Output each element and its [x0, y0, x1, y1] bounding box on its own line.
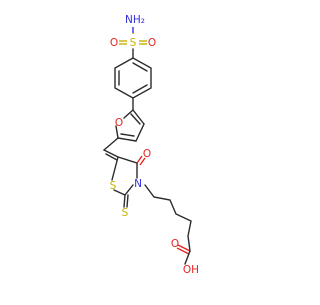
- atom-o-furan: O: [115, 117, 123, 129]
- ring-c5-c4: [117, 156, 138, 164]
- chemical-structure: NH₂ S O O O O S N S O OH: [103, 14, 199, 276]
- furan-o-c2: [115, 125, 119, 139]
- alkyl-chain: [144, 184, 192, 252]
- furan-c3-c4: [135, 123, 145, 142]
- atom-s-thione: S: [122, 207, 129, 219]
- bond-ch-c5: [103, 149, 119, 158]
- benzene-ring: [114, 57, 152, 99]
- bond-cooh-o: [177, 244, 191, 252]
- atom-nh2: NH₂: [125, 14, 145, 26]
- furan-c4-c5: [132, 109, 145, 125]
- atom-s-sulfonyl: S: [130, 37, 137, 49]
- ring-n-c2: [124, 184, 134, 196]
- furan-double-2: [130, 113, 141, 125]
- bond-c2-s-double: [126, 194, 129, 208]
- ring-s-c5: [111, 156, 119, 181]
- atom-s-ring: S: [110, 180, 117, 192]
- bond-cooh-o-double: [176, 247, 190, 255]
- atom-n-ring: N: [134, 178, 142, 190]
- ring-c2-s: [113, 189, 126, 196]
- furan-c2-c3: [117, 137, 137, 142]
- atom-oh-acid: OH: [183, 264, 199, 276]
- bond-cooh-oh: [184, 250, 191, 265]
- benzene-double-2: [132, 84, 148, 94]
- bond-c4-o-double: [139, 157, 146, 166]
- structure-canvas: NH₂ S O O O O S N S O OH: [103, 14, 199, 276]
- bond-furan-ch: [103, 137, 119, 151]
- benzene-double-3: [132, 62, 148, 72]
- furan-double-1: [120, 133, 135, 137]
- bond-c2-s: [123, 194, 126, 208]
- atom-o-acid-carbonyl: O: [171, 238, 179, 250]
- atom-o-carbonyl: O: [143, 148, 151, 160]
- furan-c5-o: [123, 109, 134, 119]
- bond-ch-c5-double: [105, 153, 118, 161]
- atom-o-sulfonyl-left: O: [110, 37, 118, 49]
- bond-c4-o: [136, 155, 143, 164]
- atom-o-sulfonyl-right: O: [148, 37, 156, 49]
